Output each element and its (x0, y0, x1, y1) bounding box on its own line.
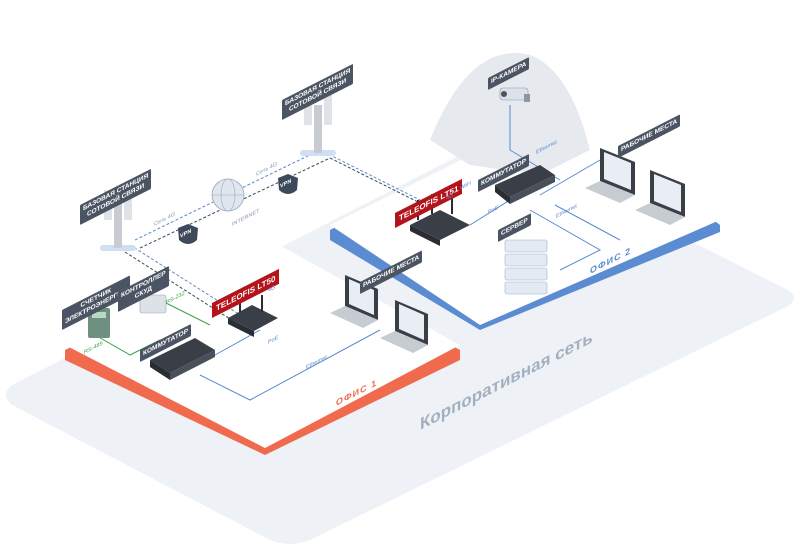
vpn-shield-left-icon (178, 224, 198, 244)
laptop-office2-a-icon (585, 148, 635, 203)
server-icon (504, 239, 548, 295)
switch-office1-icon (150, 338, 215, 380)
vpn-shield-right-icon (278, 174, 298, 194)
base-station-right-icon (300, 95, 336, 156)
internet-globe-icon (211, 178, 245, 212)
meter-icon (88, 308, 110, 338)
laptop-office1-b-icon (380, 300, 428, 353)
laptop-office2-b-icon (635, 170, 685, 225)
ip-camera-icon (499, 87, 530, 102)
controller-icon (139, 294, 167, 314)
switch-office2-icon (495, 165, 555, 204)
